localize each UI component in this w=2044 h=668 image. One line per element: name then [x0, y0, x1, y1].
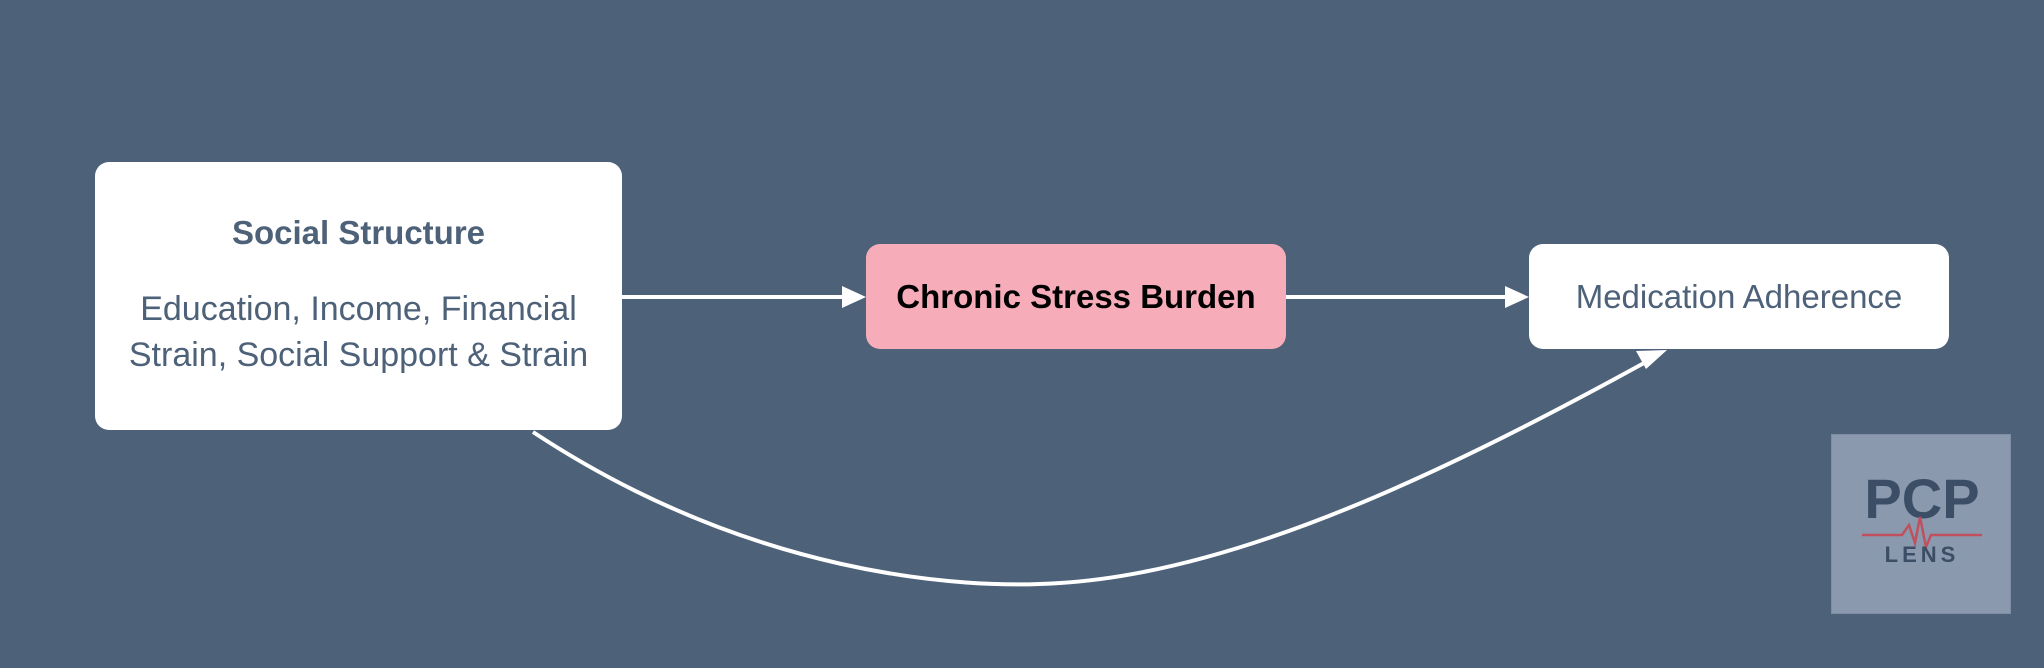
node-title: Social Structure — [231, 214, 486, 251]
pulse-line-icon — [1862, 516, 1982, 552]
pcp-lens-logo: PCP LENS — [1831, 434, 2011, 614]
node-chronic-stress-burden: Chronic Stress Burden — [866, 244, 1286, 349]
logo-text-pcp: PCP — [1864, 467, 1979, 530]
edge-social-to-medication — [531, 350, 1667, 587]
node-label: Chronic Stress Burden — [896, 277, 1256, 315]
logo-graphic: PCP LENS — [1862, 467, 1982, 567]
node-social-structure: Social Structure Education, Income, Fina… — [95, 162, 622, 430]
edge-stress-to-medication — [1286, 286, 1529, 308]
node-label: Medication Adherence — [1575, 277, 1903, 315]
node-medication-adherence: Medication Adherence — [1529, 244, 1949, 349]
node-subtitle-line: Strain, Social Support & Strain — [128, 336, 589, 374]
node-subtitle: Education, Income, Financial Strain, Soc… — [129, 286, 588, 378]
node-subtitle-line: Education, Income, Financial — [140, 290, 577, 328]
edge-social-to-stress — [622, 286, 866, 308]
logo-text-lens: LENS — [1885, 542, 1960, 567]
